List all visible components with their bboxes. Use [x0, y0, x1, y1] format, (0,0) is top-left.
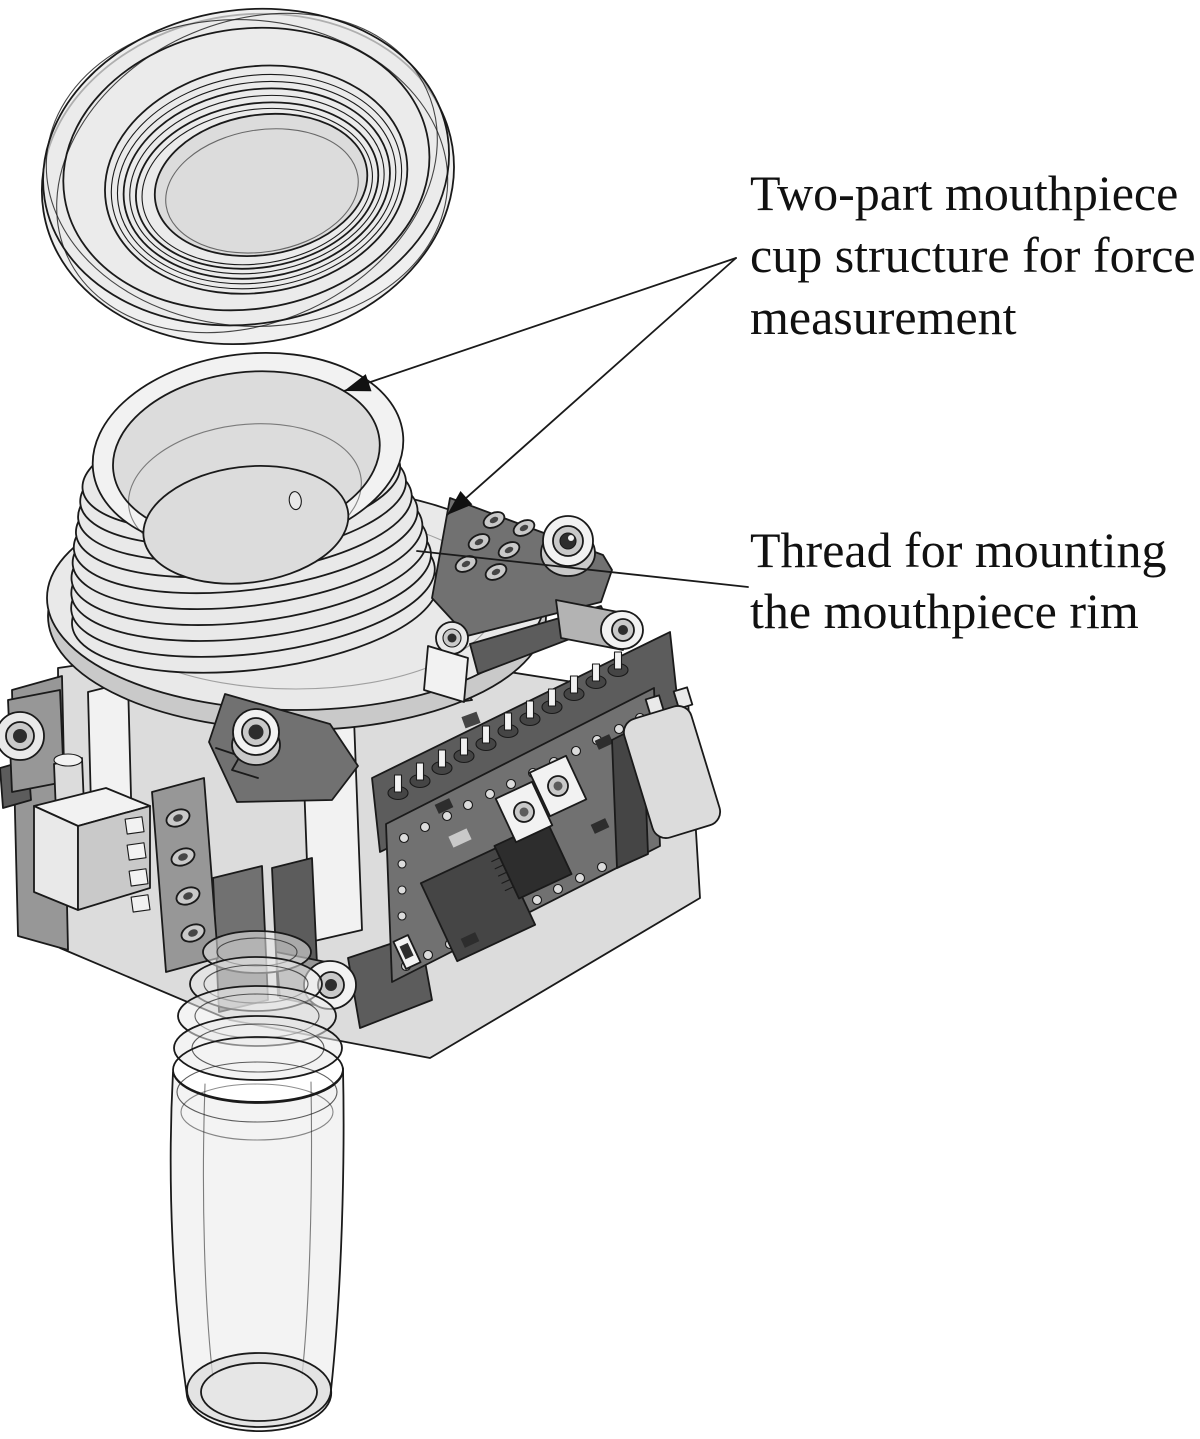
- annotation-line: measurement: [750, 289, 1017, 345]
- annotation-thread: Thread for mounting the mouthpiece rim: [750, 520, 1167, 642]
- pcb-switch: [392, 934, 422, 970]
- circuit-board: [371, 631, 722, 983]
- pcb-button: [494, 780, 554, 844]
- annotation-line: Thread for mounting: [750, 522, 1167, 578]
- annotation-line: Two-part mouthpiece: [750, 165, 1179, 221]
- annotation-cup-structure: Two-part mouthpiece cup structure for fo…: [750, 162, 1196, 348]
- header-pins: [387, 651, 629, 801]
- mouthpiece-cup: [91, 351, 405, 585]
- pcb-button: [528, 754, 588, 818]
- roller-bolt: [555, 599, 644, 651]
- frame-plates: [0, 497, 644, 1029]
- mouthpiece-rim-ring: [40, 7, 455, 346]
- handle-tube: [169, 930, 345, 1432]
- leader-lines: [343, 257, 749, 588]
- arrowhead: [344, 374, 372, 392]
- arrowhead: [447, 491, 473, 515]
- hex-screw: [540, 515, 596, 577]
- annotation-line: the mouthpiece rim: [750, 583, 1139, 639]
- connector: [611, 686, 722, 869]
- annotation-line: cup structure for force: [750, 227, 1196, 283]
